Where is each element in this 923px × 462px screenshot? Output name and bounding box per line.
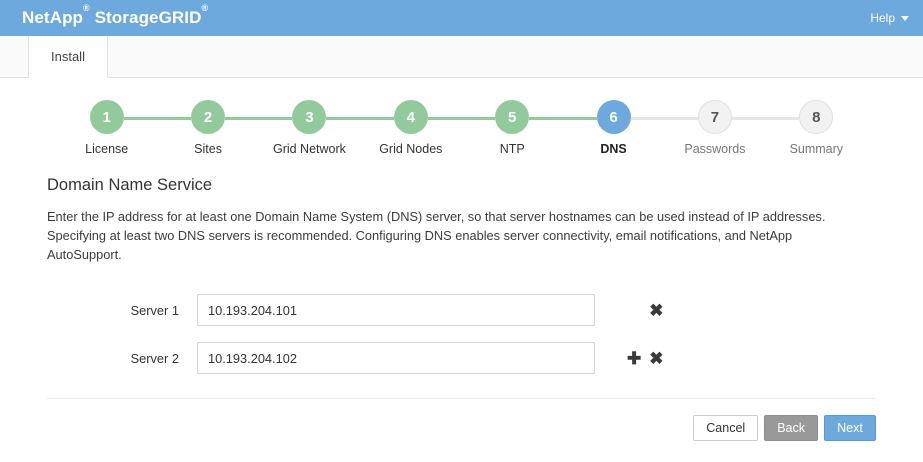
tab-bar: Install: [0, 36, 923, 78]
server-1-input[interactable]: [197, 294, 595, 326]
brand-product-registered-icon: ®: [201, 3, 209, 14]
footer-actions: Cancel Back Next: [0, 399, 923, 441]
dns-server-row-1: Server 1 ✚ ✖: [47, 286, 876, 334]
step-circle: 6: [596, 100, 631, 134]
remove-server-icon[interactable]: ✖: [649, 348, 664, 368]
server-1-label: Server 1: [130, 302, 179, 318]
chevron-down-icon: [901, 15, 909, 21]
footer-divider: [47, 398, 876, 399]
page-description: Enter the IP address for at least one Do…: [47, 209, 826, 262]
brand-name: NetApp: [22, 8, 84, 27]
step-connector-right: [529, 117, 563, 120]
next-button[interactable]: Next: [824, 415, 876, 441]
step-dns[interactable]: 6 DNS: [562, 100, 665, 156]
server-2-actions: ✚ ✖: [627, 350, 687, 367]
step-connector-left: [664, 117, 698, 120]
dns-server-row-2: Server 2 ✚ ✖: [47, 334, 876, 382]
step-connector-right: [225, 117, 259, 120]
step-circle: 7: [697, 100, 732, 134]
step-connector-right: [326, 117, 361, 120]
server-1-actions: ✚ ✖: [627, 302, 687, 319]
step-circle: 8: [799, 100, 834, 134]
step-circle: 2: [191, 100, 226, 134]
brand-logo: NetApp® StorageGRID®: [22, 3, 208, 28]
help-menu-label: Help: [870, 11, 895, 25]
step-connector-left: [765, 117, 800, 120]
step-connector-left: [157, 117, 192, 120]
step-ntp[interactable]: 5 NTP: [461, 100, 563, 156]
server-2-input[interactable]: [197, 342, 595, 374]
step-circle: 1: [89, 100, 124, 134]
back-button[interactable]: Back: [764, 415, 818, 441]
step-label-dns: DNS: [600, 142, 627, 156]
dns-server-form: Server 1 ✚ ✖ Server 2 ✚ ✖: [47, 286, 876, 382]
step-label-sites: Sites: [194, 142, 222, 156]
step-circle: 4: [393, 100, 428, 134]
step-label-grid-nodes: Grid Nodes: [379, 142, 443, 156]
step-connector-left: [562, 117, 597, 120]
server-2-label: Server 2: [130, 350, 179, 366]
add-server-icon[interactable]: ✚: [627, 348, 642, 368]
install-stepper: 1 License 2 Sites 3 Grid Network 4 Grid …: [0, 78, 923, 156]
tab-install-label: Install: [51, 49, 85, 64]
brand-product: StorageGRID: [94, 8, 202, 27]
step-license[interactable]: 1 License: [56, 100, 158, 156]
step-summary[interactable]: 8 Summary: [765, 100, 867, 156]
step-sites[interactable]: 2 Sites: [157, 100, 259, 156]
remove-server-icon[interactable]: ✖: [649, 300, 664, 320]
step-label-summary: Summary: [789, 142, 844, 156]
step-circle: 5: [495, 100, 530, 134]
step-connector-right: [731, 117, 766, 120]
step-connector-left: [461, 117, 496, 120]
page-title: Domain Name Service: [47, 176, 213, 194]
cancel-button[interactable]: Cancel: [693, 415, 759, 441]
step-grid-nodes[interactable]: 4 Grid Nodes: [360, 100, 462, 156]
step-label-grid-network: Grid Network: [272, 142, 346, 156]
step-connector-left: [360, 117, 394, 120]
step-connector-right: [427, 117, 462, 120]
step-label-license: License: [85, 142, 129, 156]
step-connector-right: [123, 117, 158, 120]
step-circle: 3: [292, 100, 327, 134]
brand-name-registered-icon: ®: [83, 3, 90, 14]
help-menu[interactable]: Help: [870, 11, 909, 25]
step-label-ntp: NTP: [499, 142, 525, 156]
step-connector-right: [630, 117, 665, 120]
tab-bar-spacer: [0, 36, 29, 77]
step-grid-network[interactable]: 3 Grid Network: [258, 100, 361, 156]
step-connector-left: [258, 117, 293, 120]
tab-install[interactable]: Install: [29, 36, 108, 78]
step-passwords[interactable]: 7 Passwords: [664, 100, 766, 156]
main-content: Domain Name Service Enter the IP address…: [0, 156, 923, 382]
app-header: NetApp® StorageGRID® Help: [0, 0, 923, 36]
step-label-passwords: Passwords: [684, 142, 746, 156]
